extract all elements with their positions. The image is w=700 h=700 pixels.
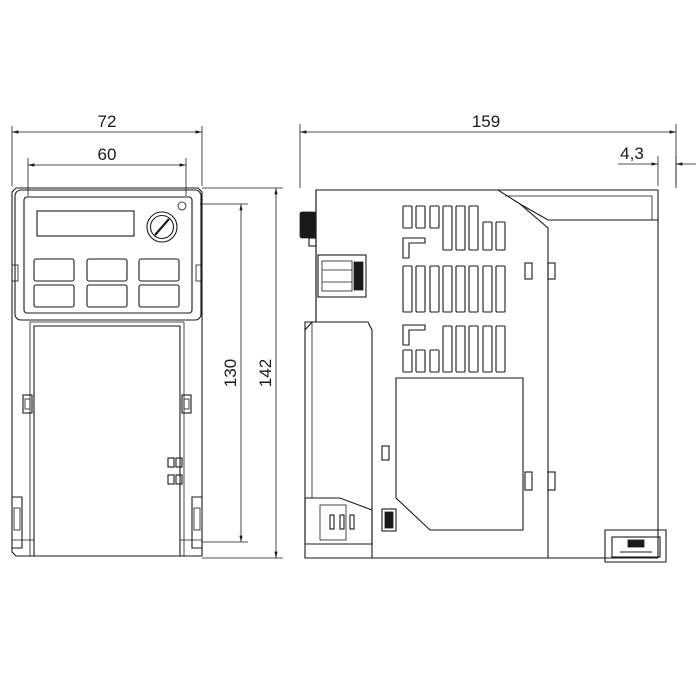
vent-slot [175,474,183,485]
vent-slot [402,205,413,229]
din-rail-clip-inner [611,536,661,558]
terminal-block [304,497,373,545]
keypad-button [33,284,75,308]
connector-latch [353,261,364,291]
terminal-screw [349,514,355,530]
connector-inner [321,260,353,292]
vent-slot [402,349,413,373]
vent-slot [455,325,466,373]
terminal-clip [381,508,397,532]
front-cover [33,325,181,557]
keypad-button [86,258,128,282]
keypad-button [33,258,75,282]
vent-slot [442,205,453,251]
dim-130-label: 130 [221,359,240,387]
vent-slot [468,205,479,251]
vent-hook [402,324,426,346]
dim-60-label: 60 [98,145,117,164]
vent-slot [415,265,426,313]
vent-slot [455,205,466,251]
left-panel-tab [11,264,19,282]
vent-slot [495,325,506,373]
potentiometer-knob-icon [146,211,178,243]
dim-4-3-label: 4,3 [620,144,644,163]
side-latch-slot [524,471,533,491]
dim-142-label: 142 [256,359,275,387]
keypad-button [138,258,180,282]
corner-screw-icon [177,201,187,211]
vent-slot [495,265,506,313]
vent-slot [429,349,440,373]
side-latch-slot [524,262,533,280]
terminal-clip-inner [384,511,394,529]
left-side-clip-inner [24,398,31,410]
potentiometer-indicator [154,218,170,236]
connector-block [317,254,367,298]
front-view: 72 60 130 142 [11,112,283,559]
potentiometer-knob-inner [149,214,175,240]
left-mounting-foot [12,496,23,549]
vent-slot [415,349,426,373]
vent-slot [402,265,413,313]
vent-slot [482,325,493,373]
vent-slot [175,457,183,468]
vent-slot [495,221,506,251]
terminal-block-inner [319,504,347,541]
knob-side-icon [299,211,317,239]
vent-slot [429,265,440,313]
right-mounting-foot [191,496,202,549]
knob-shaft [308,237,317,247]
vent-grid-middle [402,265,506,313]
display-window [36,210,135,237]
vent-slot [429,205,440,229]
vent-slot [167,457,175,468]
keypad-panel [14,189,202,321]
left-side-clip [22,394,33,414]
vent-hook [402,237,426,259]
left-foot-slot [13,507,21,531]
vent-grid-lower [402,324,506,373]
din-rail-release-tab [627,539,645,548]
front-outer-body [11,187,203,557]
vent-slot [482,221,493,251]
side-latch-slot [547,471,556,491]
keypad-button [138,284,180,308]
vent-slot [167,474,175,485]
keypad-inner-frame [23,196,193,314]
top-hood-inner [505,195,653,220]
side-latch-slot [547,262,556,280]
dim-159-label: 159 [472,112,500,131]
vent-grid-upper [402,205,506,259]
top-hood [498,189,659,221]
right-foot-slot [193,507,201,531]
right-side-clip-inner [183,398,190,410]
vent-slot [442,265,453,313]
side-latch-slot [381,445,390,461]
keypad-button [86,284,128,308]
vent-slot [468,325,479,373]
side-view: 159 4,3 [299,112,696,563]
vent-slot [455,265,466,313]
vent-slot [442,325,453,373]
terminal-screw [329,514,335,530]
terminal-screw [339,514,345,530]
vent-slot [468,265,479,313]
right-panel-tab [195,264,203,282]
din-rail-clip [604,529,667,563]
dim-72-label: 72 [98,112,117,131]
right-side-clip [181,394,192,414]
vent-slot [415,205,426,229]
label-area [395,377,524,531]
side-body-outline [304,189,549,559]
vent-slot [482,265,493,313]
cover-side-profile [304,321,373,558]
